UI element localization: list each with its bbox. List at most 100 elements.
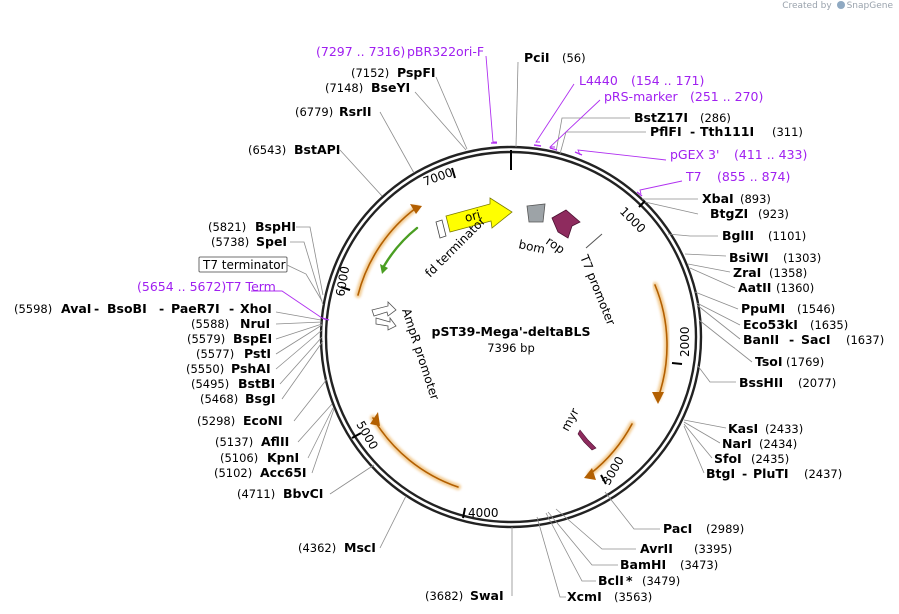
ori-label: ori [463,207,482,225]
credit-brand: SnapGene [846,1,893,11]
tick-label-7000: 7000 [421,165,454,189]
enzyme-xcmi: XcmI [567,589,602,604]
enzyme-sfoi: SfoI [714,451,742,466]
orf-arrowhead-3 [370,412,380,426]
enzyme-bseyi-pos: (7148) [325,81,363,95]
enzyme-banii: BanII [743,332,779,347]
enzyme-kpni: KpnI [267,450,299,465]
orf-arrowhead-1 [652,392,664,404]
enzyme-xbai: XbaI [702,191,734,206]
enzyme-zrai-pos: (1358) [769,266,807,280]
enzyme-acc65i-pos: (5102) [214,466,252,480]
tick-4000 [462,507,466,519]
enzyme-bstz17i: BstZ17I [634,110,688,125]
enzyme-xhoi: XhoI [240,301,272,316]
green-arrowhead [380,264,388,274]
orf-arrowhead-4 [410,204,422,214]
enzyme-bsobi: BsoBI [107,301,147,316]
enzyme-bcli-mark: * [626,573,633,588]
primer-pbr322ori-f: pBR322ori-F [407,44,484,59]
enzyme-pcii: PciI [524,50,550,65]
enzyme-aatii: AatII [738,280,771,295]
enzyme-pshai: PshAI [231,361,271,376]
enzyme-bcli-pos: (3479) [642,574,680,588]
enzyme-bsphi-pos: (5821) [208,220,246,234]
enzyme-xhoi-pos: (5598) [14,302,52,316]
enzyme-rsrii: RsrII [339,104,372,119]
enzyme-paer7i: PaeR7I [171,301,220,316]
enzyme-psti: PstI [244,346,271,361]
orf-arc-lower-right [589,423,633,475]
enzyme-aflii-pos: (5137) [215,435,253,449]
enzyme-bstbi-pos: (5495) [191,377,229,391]
tick-3000 [600,474,607,485]
enzyme-bglii-pos: (1101) [768,229,806,243]
enzyme-bsiwi-pos: (1303) [783,251,821,265]
ampr-promoter-label: AmpR promoter [399,307,442,402]
enzyme-xbai-pos: (893) [740,192,771,206]
enzyme-bstbi: BstBI [238,376,275,391]
bom-box [526,203,546,223]
enzyme-avrii-pos: (3395) [694,542,732,556]
enzyme-aflii: AflII [261,434,289,449]
enzyme-ppumi-pos: (1546) [797,302,835,316]
myr-label: myr [558,406,582,434]
enzyme-btgi: BtgI [706,466,735,481]
primer-prs-marker-range: (251 .. 270) [690,89,763,104]
enzyme-bstapi-pos: (6543) [248,143,286,157]
rop-arrow [551,209,581,239]
t7-promoter-arrow [585,233,603,249]
enzyme-bamhi-pos: (3473) [680,558,718,572]
enzyme-paci-pos: (2989) [706,522,744,536]
enzyme-msci-pos: (4362) [298,541,336,555]
orf-arc-right [654,284,668,399]
enzyme-bsshii: BssHII [739,375,783,390]
enzyme-bseyi: BseYI [371,80,410,95]
primer-t7-term: T7 Term [225,279,276,294]
enzyme-sep-2: - [789,332,794,347]
rop-label: rop [543,234,567,257]
enzyme-sep-3: - [742,466,747,481]
orf-arc-upper-left [357,207,417,296]
enzyme-swai-pos: (3682) [425,589,463,603]
bom-label: bom [517,237,546,256]
enzyme-tsoi-pos: (1769) [786,355,824,369]
enzyme-aatii-pos: (1360) [776,281,814,295]
enzyme-avrii: AvrII [640,541,673,556]
tick-5000 [351,432,362,439]
enzyme-bamhi: BamHI [620,557,666,572]
backbone-outer [319,145,703,529]
enzyme-xcmi-pos: (3563) [614,590,652,604]
primer-pgex3-range: (411 .. 433) [734,147,807,162]
enzyme-eco53ki-pos: (1635) [810,318,848,332]
enzyme-bglii: BglII [722,228,754,243]
enzyme-bbvci: BbvCI [283,486,323,501]
enzyme-bstapi: BstAPI [294,142,340,157]
enzyme-swai: SwaI [470,588,504,603]
enzyme-pspfi: PspFI [397,65,436,80]
enzyme-bstz17i-pos: (286) [700,111,731,125]
primer-t7: T7 [685,169,702,184]
enzyme-spei-pos: (5738) [211,235,249,249]
primer-prs-marker: pRS-marker [604,89,679,104]
enzyme-pflfi: PflFI [650,124,682,139]
tick-7000 [451,167,456,179]
enzyme-btgzi: BtgZI [710,206,748,221]
enzyme-pluti: PluTI [753,466,789,481]
enzyme-zrai: ZraI [733,265,761,280]
t7-terminator-box [198,256,288,273]
plasmid-length: 7396 bp [487,341,535,355]
enzyme-bsphi: BspHI [255,219,296,234]
enzyme-rsrii-pos: (6779) [295,105,333,119]
enzyme-econi-pos: (5298) [197,414,235,428]
myr-arrow [577,429,597,451]
enzyme-tsoi: TsoI [755,354,783,369]
enzyme-ppumi: PpuMI [741,301,785,316]
enzyme-tth111i: Tth111I [700,124,754,139]
enzyme-nrui: NruI [240,316,270,331]
primer-t7-term-range: (5654 .. 5672) [137,279,226,294]
enzyme-eco53ki: Eco53kI [743,317,798,332]
enzyme-tth111i-pos: (311) [772,125,803,139]
enzyme-kasi: KasI [728,421,758,436]
